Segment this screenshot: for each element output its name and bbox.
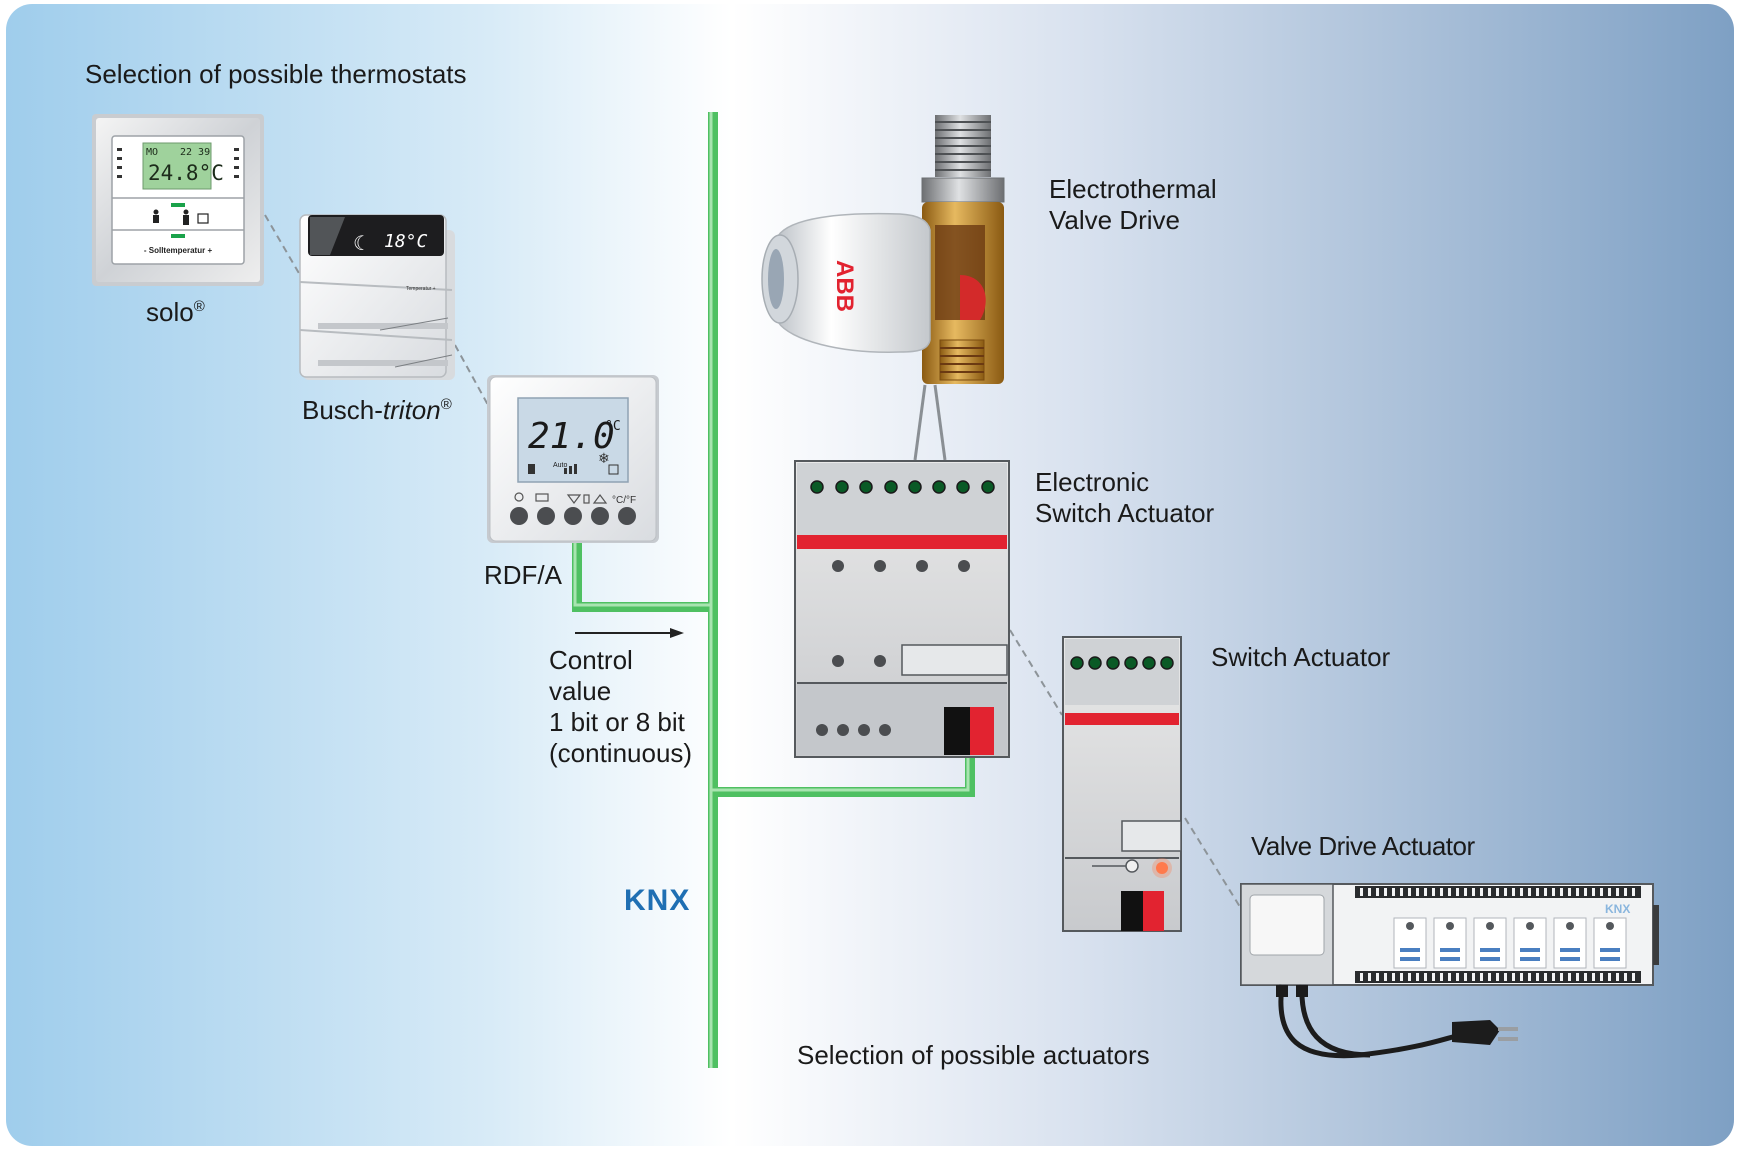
rdf-lcd bbox=[517, 397, 629, 483]
electronic-switch-actuator bbox=[794, 460, 1010, 758]
solo-lcd-temperature: 24.8°C bbox=[148, 161, 224, 185]
moon-icon: ☾ bbox=[353, 233, 371, 255]
vda-knx-mark: KNX bbox=[1605, 902, 1630, 916]
busch-triton-thermostat bbox=[299, 214, 455, 380]
thermostats-heading: Selection of possible thermostats bbox=[85, 59, 467, 89]
control-value-label: Control value 1 bit or 8 bit (continuous… bbox=[549, 645, 693, 768]
rdf-unit-button-label: °C/°F bbox=[612, 495, 636, 506]
snowflake-icon: ❄ bbox=[598, 451, 610, 467]
solo-label: solo® bbox=[146, 297, 205, 327]
knx-bus-highlight bbox=[573, 112, 970, 1068]
triton-display bbox=[308, 215, 444, 256]
rdf-label: RDF/A bbox=[484, 560, 562, 590]
switch-actuator-label: Switch Actuator bbox=[1211, 642, 1391, 672]
rdf-lcd-temperature: 21.0 bbox=[528, 416, 615, 457]
power-plug bbox=[1452, 1020, 1500, 1045]
knx-bus bbox=[572, 112, 975, 1068]
electronic-switch-actuator-label: Electronic Switch Actuator bbox=[1035, 467, 1215, 528]
rdf-thermostat bbox=[487, 375, 659, 543]
rdf-buttons bbox=[510, 507, 636, 525]
knx-logo: KNX bbox=[624, 884, 691, 917]
abb-logo: ABB bbox=[831, 260, 858, 312]
switch-actuator bbox=[1062, 636, 1182, 932]
sa-bus-terminal bbox=[1121, 891, 1143, 931]
solo-lcd-time: 22 39 bbox=[180, 147, 210, 158]
vda-channel-modules bbox=[1393, 917, 1627, 969]
control-direction-arrow bbox=[575, 628, 684, 638]
busch-triton-label: Busch-triton® bbox=[302, 395, 452, 425]
dashed-connectors bbox=[264, 214, 1246, 916]
sa-green-leds bbox=[1070, 656, 1174, 670]
solo-presence-icons bbox=[153, 209, 209, 225]
electrothermal-valve-drive bbox=[761, 115, 1005, 461]
solo-footer-label: - Solltemperatur + bbox=[144, 246, 213, 255]
solo-lcd bbox=[142, 142, 212, 190]
rdf-lcd-mode: Auto bbox=[553, 462, 568, 469]
triton-strip-label: Temperatur + bbox=[406, 286, 436, 292]
actuators-heading: Selection of possible actuators bbox=[797, 1040, 1150, 1070]
solo-lcd-day: MO bbox=[146, 147, 158, 158]
triton-temperature: 18°C bbox=[384, 231, 428, 252]
esa-bus-terminal bbox=[944, 707, 970, 755]
bus-branch-thermostat bbox=[572, 543, 713, 612]
rdf-button-icons bbox=[514, 492, 608, 504]
esa-green-leds bbox=[810, 480, 995, 494]
valve-drive-label: Electrothermal Valve Drive bbox=[1049, 174, 1217, 235]
bus-branch-actuator bbox=[713, 757, 975, 797]
solo-thermostat bbox=[92, 114, 264, 286]
valve-drive-actuator bbox=[1240, 883, 1659, 1059]
valve-drive-actuator-label: Valve Drive Actuator bbox=[1251, 831, 1475, 861]
rdf-lcd-unit: °C bbox=[605, 419, 621, 434]
rdf-lcd-icons bbox=[528, 464, 619, 475]
